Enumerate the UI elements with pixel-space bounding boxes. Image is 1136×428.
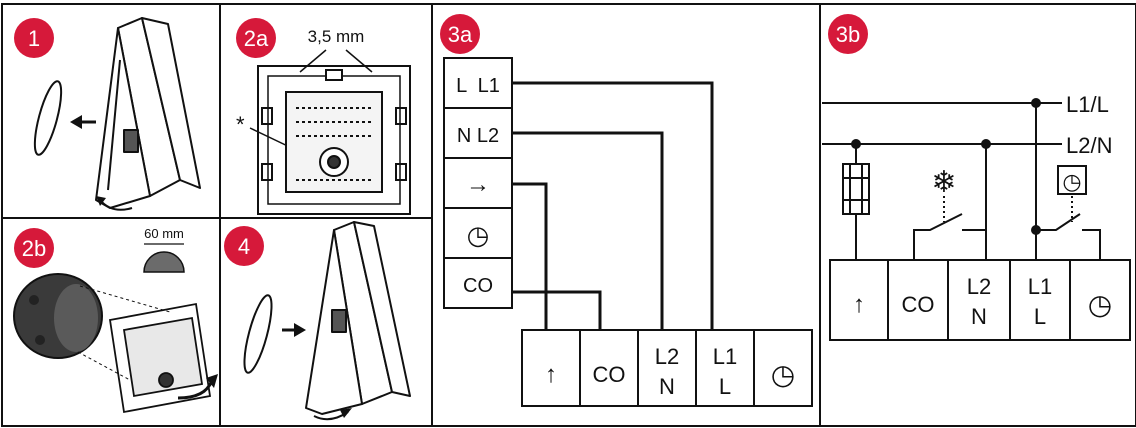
- frame-3b: [819, 3, 1136, 427]
- thermostat-illustration-2: [305, 221, 411, 415]
- frame-center-screw-core: [327, 155, 341, 169]
- wall-box-knockout-2: [35, 335, 45, 345]
- panel-2a: 2a 3,5 mm *: [236, 18, 411, 215]
- fuse-symbol-icon: [842, 163, 870, 215]
- panel-1: 1: [14, 17, 201, 211]
- dimension-leader-right: [345, 49, 373, 73]
- strip3b-label-l2: L2: [967, 274, 991, 299]
- insert-mechanism: [122, 316, 204, 398]
- thermostat-edge: [107, 59, 121, 191]
- wiring-3a: [512, 81, 714, 330]
- panel-frames: [1, 3, 1136, 427]
- panel-2b: 2b 60 mm: [13, 226, 218, 414]
- arrow-icon: [70, 115, 96, 129]
- frame-left-clip: [261, 107, 273, 125]
- terminal-label-l-l1: L L1: [456, 75, 500, 97]
- wire-l2: [512, 131, 664, 330]
- frame-3a: [431, 3, 821, 427]
- step-badge-1-label: 1: [28, 26, 40, 51]
- wire-arrow: [512, 182, 548, 330]
- step-badge-2a-label: 2a: [244, 26, 269, 51]
- clock-icon: ◷: [1062, 169, 1081, 194]
- frame-outer: [257, 65, 411, 215]
- strip3b-label-arrow: ↑: [853, 291, 865, 318]
- rotate-arrowhead-icon: [96, 196, 106, 206]
- terminal-label-arrow: →: [466, 171, 490, 198]
- panel-4: 4: [224, 221, 411, 421]
- strip3a-label-arrow: ↑: [545, 361, 557, 388]
- dashed-guide-lines: [77, 285, 171, 381]
- wire-co: [512, 290, 602, 330]
- thermostat-illustration: [95, 17, 201, 209]
- step-badge-3a: [440, 14, 480, 54]
- thermostat-mount-tab: [123, 129, 139, 153]
- wire-l1: [512, 81, 714, 330]
- step-badge-2b-label: 2b: [22, 236, 46, 261]
- step-badge-3a-label: 3a: [448, 22, 473, 47]
- supply-rails: [822, 102, 1062, 145]
- bottom-terminal-strip-3b: [829, 259, 1131, 341]
- wall-box-illustration: [13, 273, 103, 359]
- step-badge-3b: [828, 14, 868, 54]
- rail-label-l2-n: L2/N: [1066, 133, 1112, 158]
- wall-box-cross-section-icon: [143, 251, 185, 273]
- frame-right-clip-2: [395, 163, 407, 181]
- strip3b-label-n: N: [971, 304, 987, 329]
- strip3a-label-l2: L2: [655, 344, 679, 369]
- strip-outline: [521, 329, 813, 407]
- wall-box-opening: [54, 284, 98, 352]
- frame-top-notch: [325, 69, 343, 81]
- panel-3b: 3b L1/L L2/N: [822, 14, 1131, 341]
- strip-outline: [829, 259, 1131, 341]
- step-badge-1: [14, 18, 54, 58]
- panel-3a: 3a L L1 N L2 → ◷ CO ↑ CO: [440, 14, 813, 407]
- thermostat-side: [141, 17, 201, 189]
- bottom-terminal-strip-3a: [521, 329, 813, 407]
- frame-right-clip: [395, 107, 407, 125]
- snowflake-icon: ❄: [931, 166, 956, 199]
- wiring-3b: [855, 103, 1101, 260]
- terminal-label-clock: ◷: [467, 220, 490, 250]
- strip3a-label-co: CO: [593, 362, 626, 387]
- frame-insert-illustration: [108, 302, 212, 414]
- rail-label-l1-l: L1/L: [1066, 92, 1109, 117]
- asterisk-marker: *: [236, 112, 245, 137]
- strip3b-label-l: L: [1034, 304, 1046, 329]
- wire-clock-switch: [1036, 213, 1081, 231]
- insert-arrowhead-icon: [206, 374, 218, 388]
- strip3a-label-clock: ◷: [771, 359, 795, 390]
- strip3b-label-co: CO: [902, 292, 935, 317]
- dial-knob-illustration: [33, 80, 63, 156]
- insert-screw: [158, 372, 174, 388]
- dimension-label-3-5mm: 3,5 mm: [308, 27, 365, 46]
- frame-left-clip-2: [261, 163, 273, 181]
- strip3a-label-l: L: [719, 374, 731, 399]
- terminal-label-n-l2: N L2: [457, 125, 499, 147]
- wire-co-switch: [913, 213, 963, 260]
- step-badge-2a: [236, 18, 276, 58]
- step-badge-4: [224, 226, 264, 266]
- step-badge-3b-label: 3b: [836, 22, 860, 47]
- fuse-body: [842, 163, 870, 215]
- terminal-label-co: CO: [463, 275, 493, 297]
- strip3b-label-l1: L1: [1028, 274, 1052, 299]
- strip3a-label-n: N: [659, 374, 675, 399]
- thermostat-side: [353, 221, 411, 397]
- dimension-leader-left: [299, 49, 327, 73]
- wall-box-knockout-1: [29, 295, 39, 305]
- thermostat-mount-tab: [331, 309, 347, 333]
- mounting-frame-illustration: [257, 65, 411, 215]
- wire-clock-down: [1082, 229, 1101, 260]
- arrow-icon-right: [282, 323, 306, 337]
- step-badge-4-label: 4: [238, 234, 250, 259]
- strip3a-label-l1: L1: [713, 344, 737, 369]
- dimension-label-60mm: 60 mm: [144, 226, 184, 241]
- step-badge-2b: [14, 228, 54, 268]
- rotate-arrowhead-icon-2: [340, 408, 352, 418]
- clock-box-icon: [1057, 165, 1087, 195]
- strip3b-label-clock: ◷: [1088, 289, 1112, 320]
- dial-knob-illustration: [243, 294, 273, 374]
